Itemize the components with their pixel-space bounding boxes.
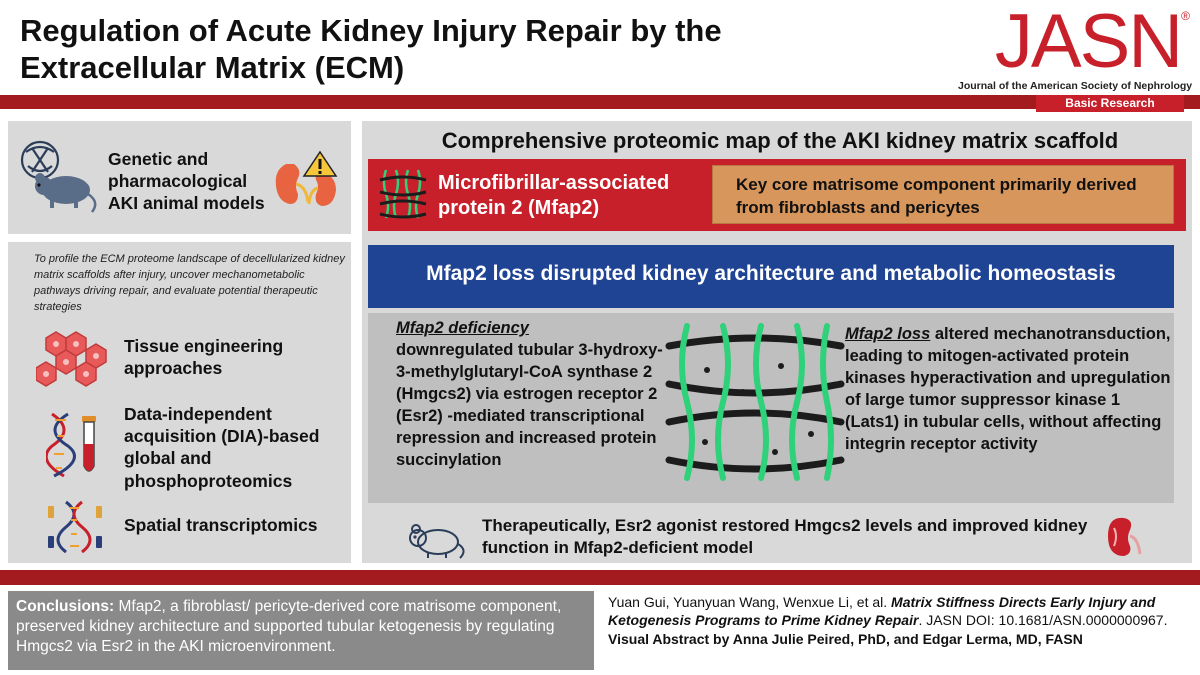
article-title: Matrix Stiffness Directs Early Injury an… xyxy=(608,594,1156,629)
mfap2-loss-heading: Mfap2 loss disrupted kidney architecture… xyxy=(426,262,1116,285)
deficiency-title: Mfap2 deficiency xyxy=(396,319,529,337)
visual-abstract-credit: Visual Abstract by Anna Julie Peired, Ph… xyxy=(608,630,1083,647)
aim-text: To profile the ECM proteome landscape of… xyxy=(34,253,345,313)
proteomic-map-heading: Comprehensive proteomic map of the AKI k… xyxy=(441,128,1119,153)
loss-title: Mfap2 loss xyxy=(845,325,931,343)
conclusions-label: Conclusions: xyxy=(16,598,115,615)
citation-doi: . JASN DOI: 10.1681/ASN.0000000967. xyxy=(918,612,1168,629)
conclusions-box: Conclusions: Mfap2, a fibroblast/ pericy… xyxy=(8,591,594,670)
dna-tube-icon xyxy=(46,412,96,478)
mfap2-loss-banner xyxy=(368,245,1174,308)
mfap2-description: Key core matrisome component primarily d… xyxy=(736,175,1137,217)
deficiency-block: Mfap2 deficiency downregulated tubular 3… xyxy=(396,318,666,472)
logo-text: JASN xyxy=(994,0,1183,84)
approach-label-2: Spatial transcriptomics xyxy=(124,515,318,535)
header-divider xyxy=(0,95,1200,109)
kidney-icon xyxy=(1108,517,1142,556)
loss-text: altered mechanotransduction, leading to … xyxy=(845,325,1171,453)
journal-name: Journal of the American Society of Nephr… xyxy=(958,80,1193,92)
approach-label-0: Tissue engineering approaches xyxy=(124,336,284,379)
methods-panel xyxy=(8,242,351,563)
mfap2-name: Microfibrillar-associated protein 2 (Mfa… xyxy=(438,172,670,219)
citation: Yuan Gui, Yuanyuan Wang, Wenxue Li, et a… xyxy=(608,593,1196,648)
loss-block: Mfap2 loss altered mechanotransduction, … xyxy=(845,324,1175,456)
therapeutic-text: Therapeutically, Esr2 agonist restored H… xyxy=(482,516,1088,558)
matrix-mesh-icon xyxy=(665,323,845,481)
jasn-logo: JASN® Journal of the American Society of… xyxy=(958,4,1193,93)
footer-divider xyxy=(0,570,1200,585)
page-title: Regulation of Acute Kidney Injury Repair… xyxy=(20,13,722,86)
category-badge: Basic Research xyxy=(1036,95,1184,112)
deficiency-text: downregulated tubular 3-hydroxy-3-methyl… xyxy=(396,340,663,469)
kidney-warning-icon xyxy=(275,150,338,206)
mesh-icon xyxy=(379,169,427,219)
mfap2-description-box xyxy=(712,165,1174,224)
mouse-icon xyxy=(20,140,97,213)
dna-strands-icon xyxy=(48,500,102,554)
conclusions-text: Mfap2, a fibroblast/ pericyte-derived co… xyxy=(16,598,562,656)
citation-authors: Yuan Gui, Yuanyuan Wang, Wenxue Li, et a… xyxy=(608,594,892,610)
approach-label-1: Data-independent acquisition (DIA)-based… xyxy=(124,404,320,491)
mouse-small-icon xyxy=(409,524,465,559)
models-label: Genetic and pharmacological AKI animal m… xyxy=(108,149,265,214)
hexagon-cells-icon xyxy=(36,331,107,387)
registered-mark: ® xyxy=(1181,9,1190,23)
